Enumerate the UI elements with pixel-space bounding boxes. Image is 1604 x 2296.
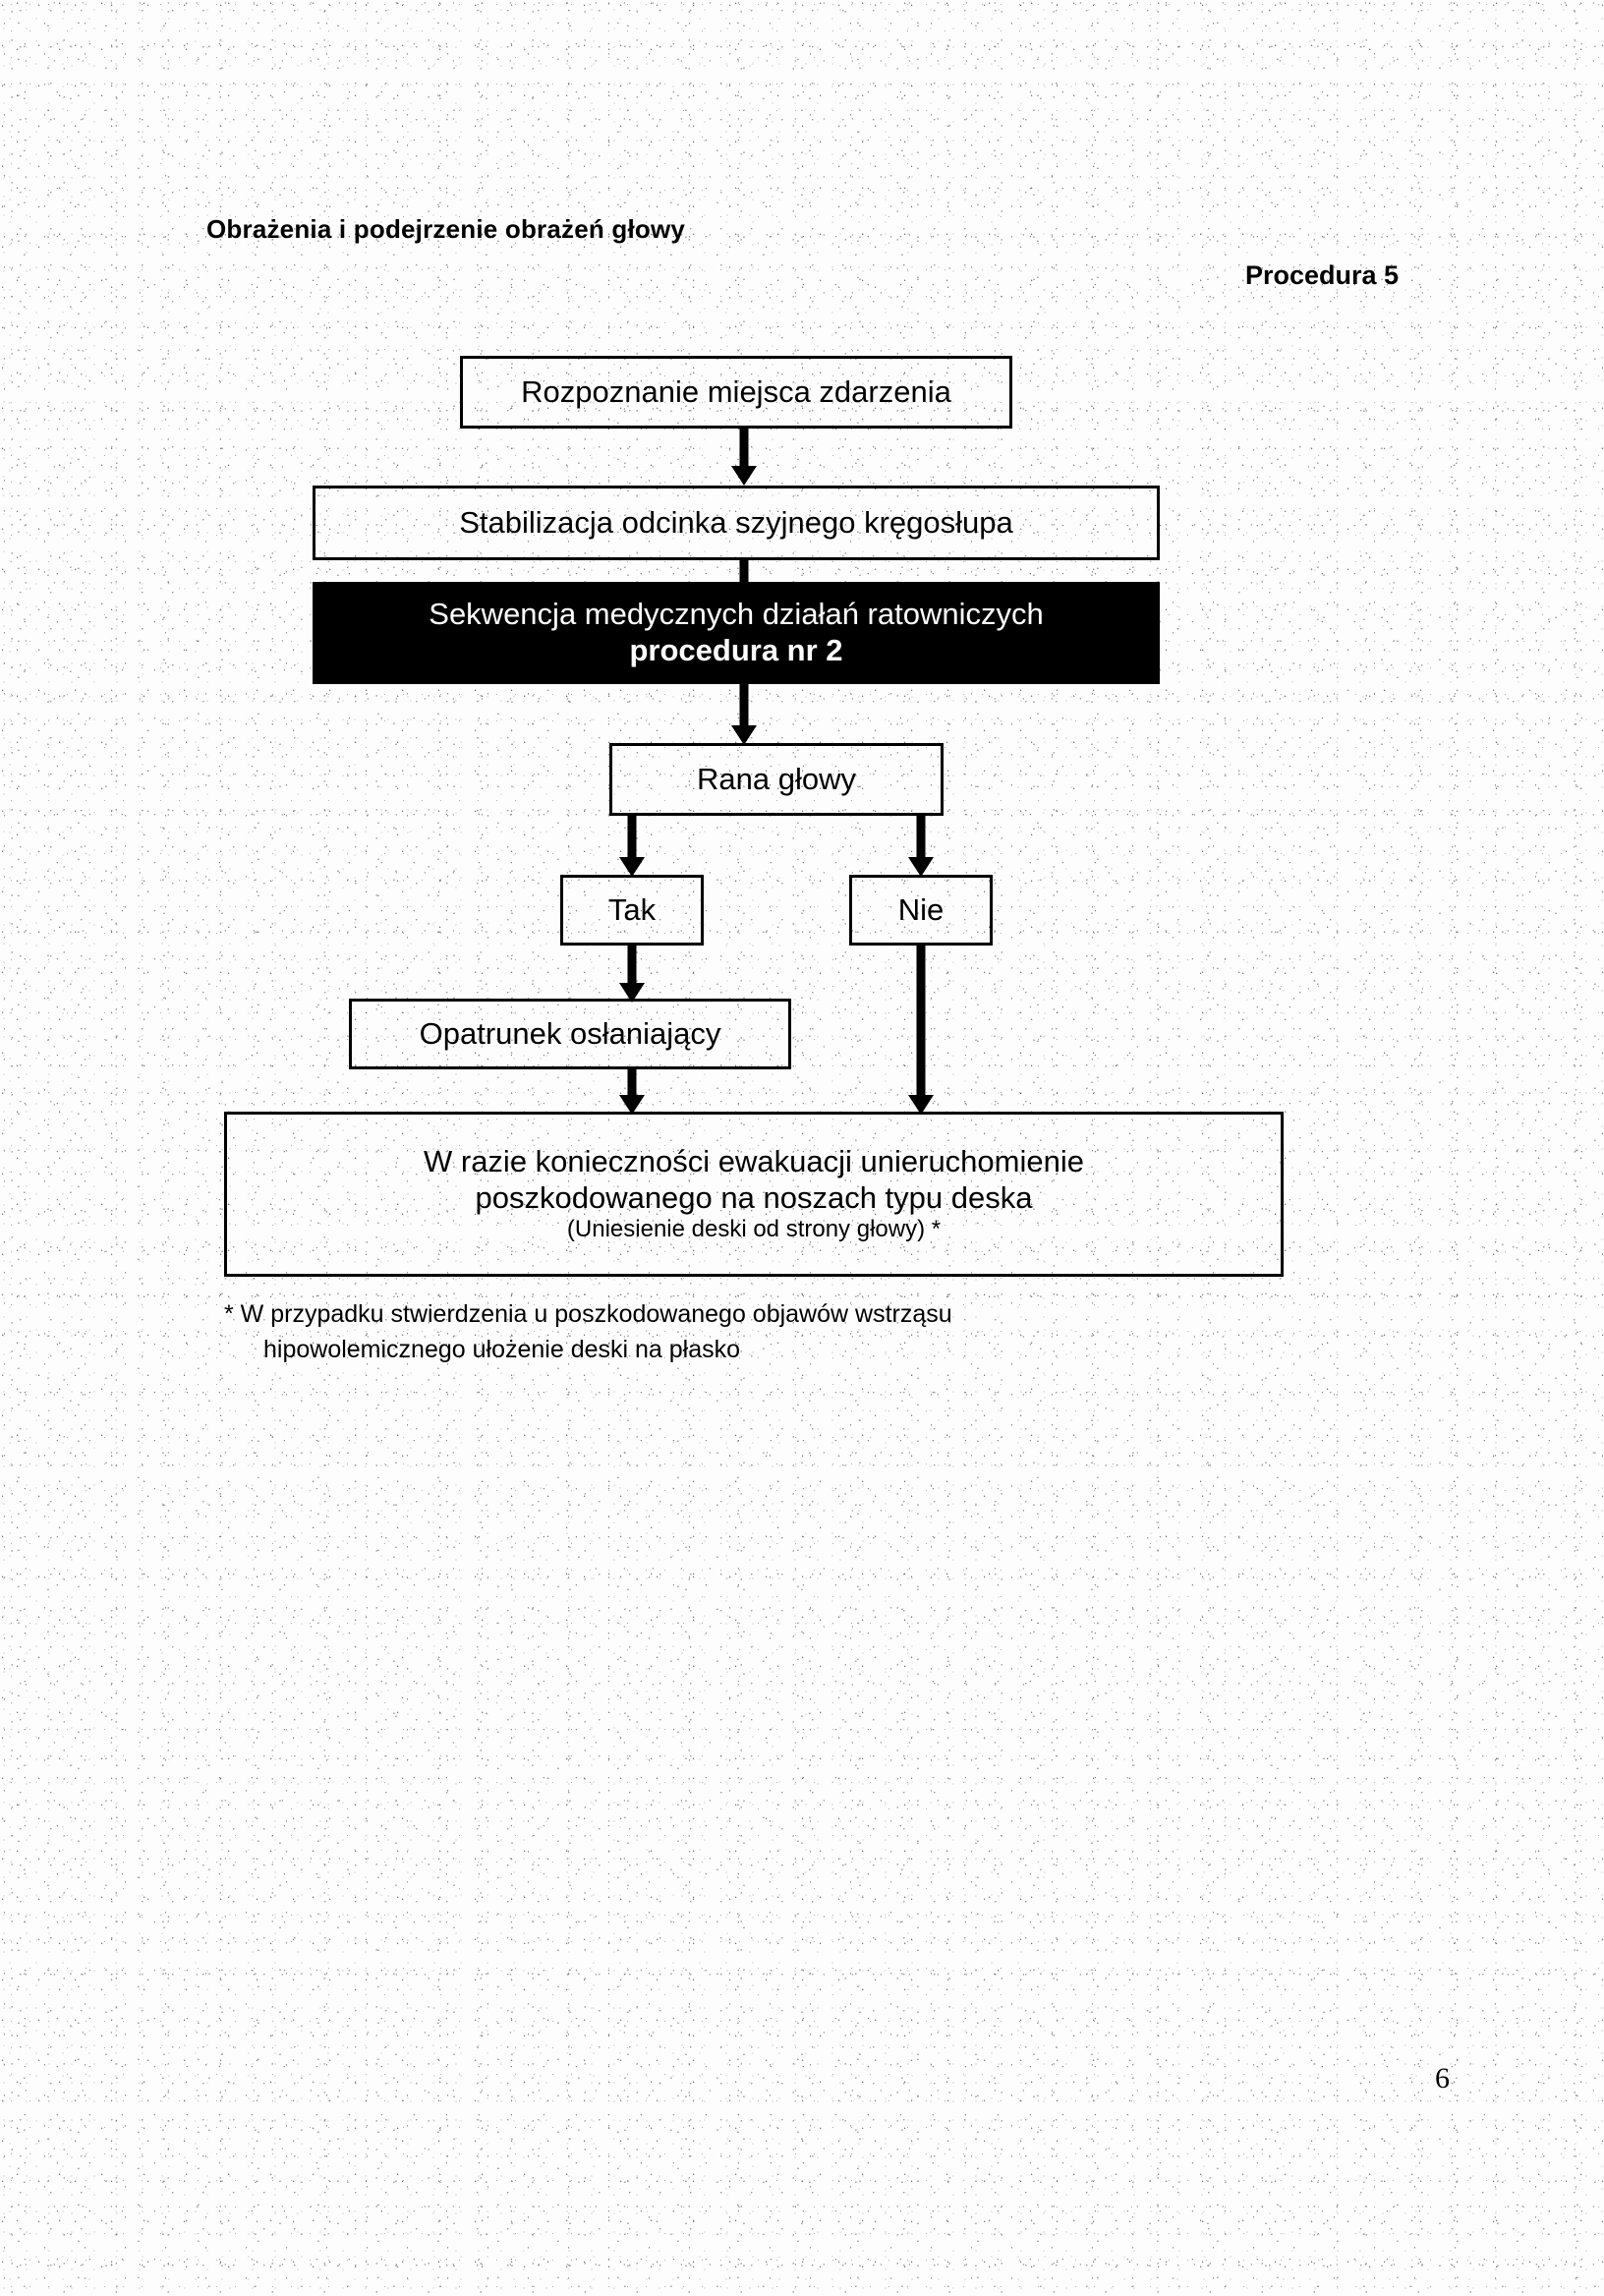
arrow-down-n4-n6-nie <box>906 816 936 877</box>
flow-node-label: Opatrunek osłaniający <box>419 1015 721 1051</box>
arrow-down-n3-n4 <box>729 684 759 745</box>
flow-node-rana-glowy: Rana głowy <box>609 743 944 816</box>
flow-node-label-line3: (Uniesienie deski od strony głowy) * <box>566 1216 942 1243</box>
flow-node-label: Rana głowy <box>697 761 856 796</box>
footnote-line-1: * W przypadku stwierdzenia u poszkodowan… <box>224 1300 952 1328</box>
footnote-line-2: hipowolemicznego ułożenie deski na płask… <box>263 1336 741 1363</box>
flow-node-rozpoznanie-miejsca-zdarzenia: Rozpoznanie miejsca zdarzenia <box>460 356 1012 429</box>
procedure-label: Procedura 5 <box>1245 260 1400 290</box>
arrow-down-n4-n5-tak <box>617 816 647 877</box>
page-number: 6 <box>1435 2062 1450 2095</box>
flow-node-tak: Tak <box>560 875 704 946</box>
arrow-down-n5-n7 <box>617 946 647 1003</box>
flow-node-label: Rozpoznanie miejsca zdarzenia <box>521 373 951 409</box>
arrow-down-n6-n8 <box>906 946 936 1115</box>
flow-node-stabilizacja-odcinka-szyjnego: Stabilizacja odcinka szyjnego kręgosłupa <box>313 486 1160 560</box>
arrow-down-n1-n2 <box>729 429 759 486</box>
flow-node-label: Stabilizacja odcinka szyjnego kręgosłupa <box>459 504 1013 540</box>
flow-node-nie: Nie <box>849 875 993 946</box>
flow-node-label: Nie <box>897 891 945 927</box>
page-title: Obrażenia i podejrzenie obrażeń głowy <box>206 214 686 244</box>
flow-node-sekwencja-medycznych-dzialan: Sekwencja medycznych działań ratowniczyc… <box>313 582 1160 684</box>
flow-node-label-line2: poszkodowanego na noszach typu deska <box>475 1179 1033 1215</box>
flow-node-opatrunek-oslaniajacy: Opatrunek osłaniający <box>349 999 791 1069</box>
flow-node-label-line1: Sekwencja medycznych działań ratowniczyc… <box>429 597 1044 632</box>
flow-node-label-line1: W razie konieczności ewakuacji unierucho… <box>424 1144 1084 1179</box>
flow-node-label-line2: procedura nr 2 <box>629 633 843 667</box>
arrow-down-n7-n8 <box>617 1069 647 1115</box>
flow-node-label: Tak <box>607 891 657 927</box>
flow-node-unieruchomienie-na-desce: W razie konieczności ewakuacji unierucho… <box>224 1112 1284 1277</box>
